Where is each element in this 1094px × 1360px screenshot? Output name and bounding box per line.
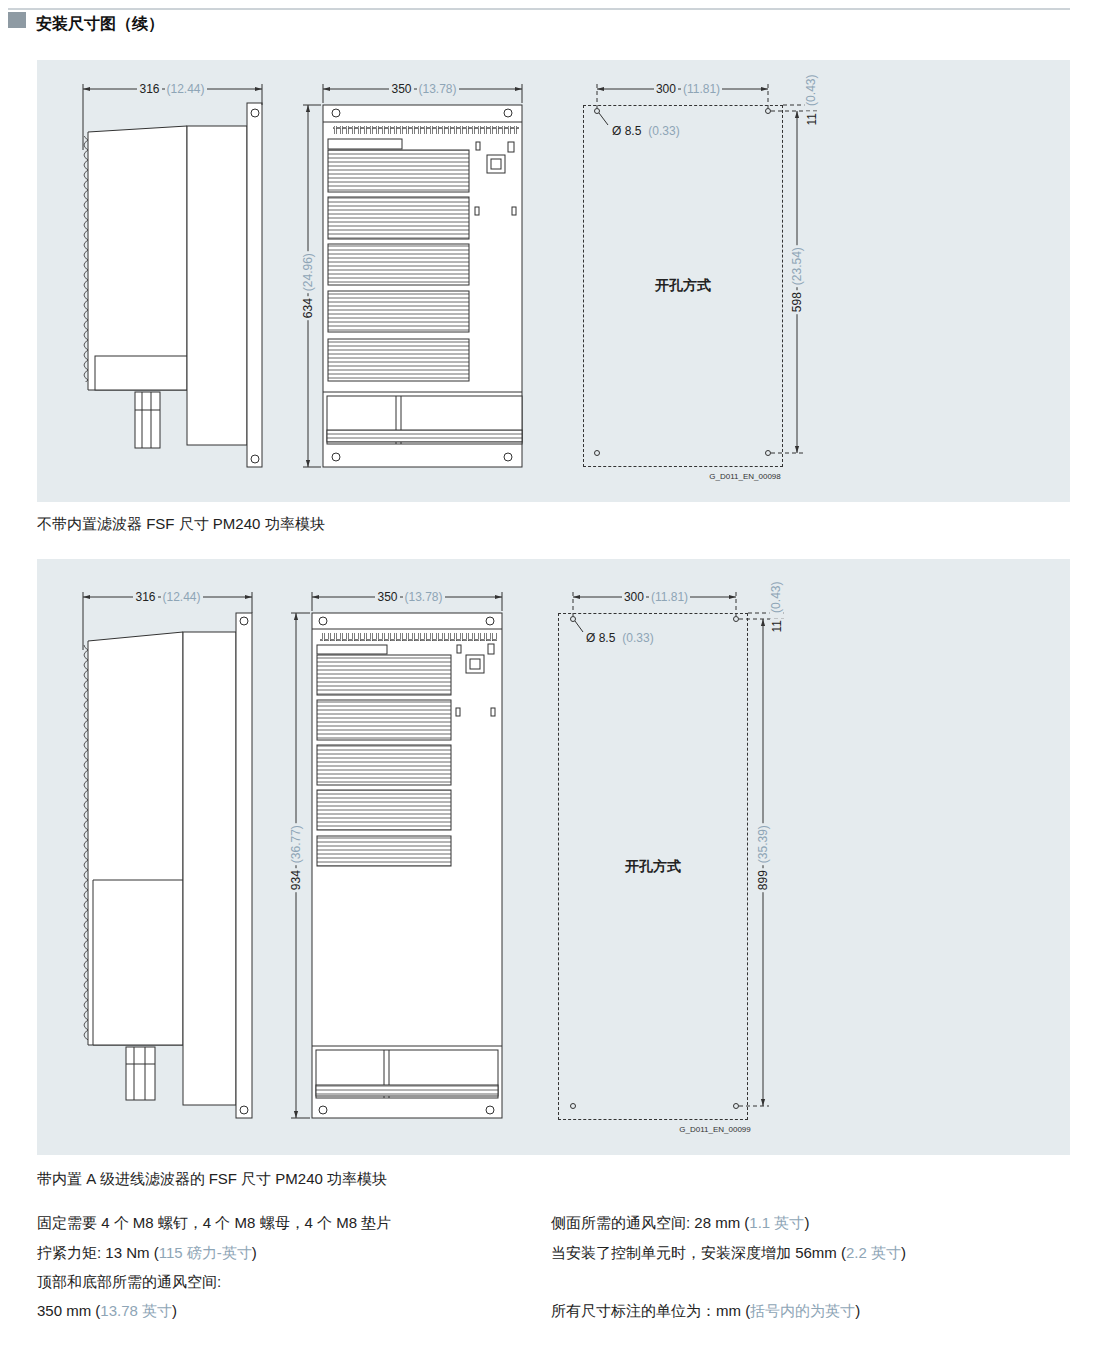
- dimension: (0.43): [805, 73, 819, 108]
- note: ): [252, 1244, 257, 1262]
- drilling-label: 开孔方式: [625, 858, 681, 876]
- note: 13.78 英寸: [100, 1302, 172, 1320]
- dimension: (24.96): [301, 251, 315, 293]
- note: 侧面所需的通风空间: 28 mm (: [551, 1214, 749, 1232]
- dimension: (35.39): [756, 823, 770, 865]
- dimension: 316: [133, 590, 157, 604]
- dimension: (11.81): [681, 82, 722, 96]
- dimension: 899: [756, 868, 770, 892]
- drilling-pattern: 开孔方式: [558, 613, 748, 1120]
- drawing-id: G_D011_EN_00099: [679, 1125, 750, 1135]
- dimension: 934: [289, 868, 303, 892]
- note: 2.2 英寸: [846, 1244, 901, 1262]
- note: ): [901, 1244, 906, 1262]
- figure-caption: 带内置 A 级进线滤波器的 FSF 尺寸 PM240 功率模块: [37, 1170, 387, 1188]
- dimension: (12.44): [161, 590, 203, 604]
- dimension: 350: [375, 590, 399, 604]
- dimension: 300: [654, 82, 678, 96]
- page-title: 安装尺寸图（续）: [36, 14, 164, 33]
- note: 350 mm (: [37, 1302, 100, 1320]
- dimension: (12.44): [165, 82, 207, 96]
- dimension: (13.78): [417, 82, 459, 96]
- note: 顶部和底部所需的通风空间:: [37, 1273, 221, 1291]
- note: 1.1 英寸: [749, 1214, 804, 1232]
- hole-diameter: (0.33): [620, 631, 655, 645]
- dimension: (11.81): [649, 590, 690, 604]
- hole-diameter: Ø 8.5: [584, 631, 617, 645]
- note: ): [855, 1302, 860, 1320]
- dimension: 634: [301, 296, 315, 320]
- dimension: 300: [622, 590, 646, 604]
- dimension: 11: [770, 618, 784, 634]
- note: 所有尺寸标注的单位为：mm (: [551, 1302, 750, 1320]
- dimension: 350: [389, 82, 413, 96]
- figure-caption: 不带内置滤波器 FSF 尺寸 PM240 功率模块: [37, 515, 325, 533]
- hole-diameter: Ø 8.5: [610, 124, 643, 138]
- note: 拧紧力矩: 13 Nm (: [37, 1244, 159, 1262]
- dimension: (13.78): [403, 590, 445, 604]
- dimension: 598: [790, 290, 804, 314]
- note: ): [804, 1214, 809, 1232]
- drilling-label: 开孔方式: [655, 277, 711, 295]
- drawing-id: G_D011_EN_00098: [709, 472, 780, 482]
- note: 115 磅力-英寸: [159, 1244, 252, 1262]
- drilling-pattern: 开孔方式: [583, 105, 783, 467]
- hole-diameter: (0.33): [646, 124, 681, 138]
- dimension: (23.54): [790, 245, 804, 287]
- note: 括号内的为英寸: [750, 1302, 855, 1320]
- dimension: 316: [137, 82, 161, 96]
- note: ): [172, 1302, 177, 1320]
- dimension: (0.43): [770, 580, 784, 615]
- note: 当安装了控制单元时，安装深度增加 56mm (: [551, 1244, 846, 1262]
- dimension: (36.77): [289, 823, 303, 865]
- dimension: 11: [805, 111, 819, 127]
- note: 固定需要 4 个 M8 螺钉，4 个 M8 螺母，4 个 M8 垫片: [37, 1214, 391, 1232]
